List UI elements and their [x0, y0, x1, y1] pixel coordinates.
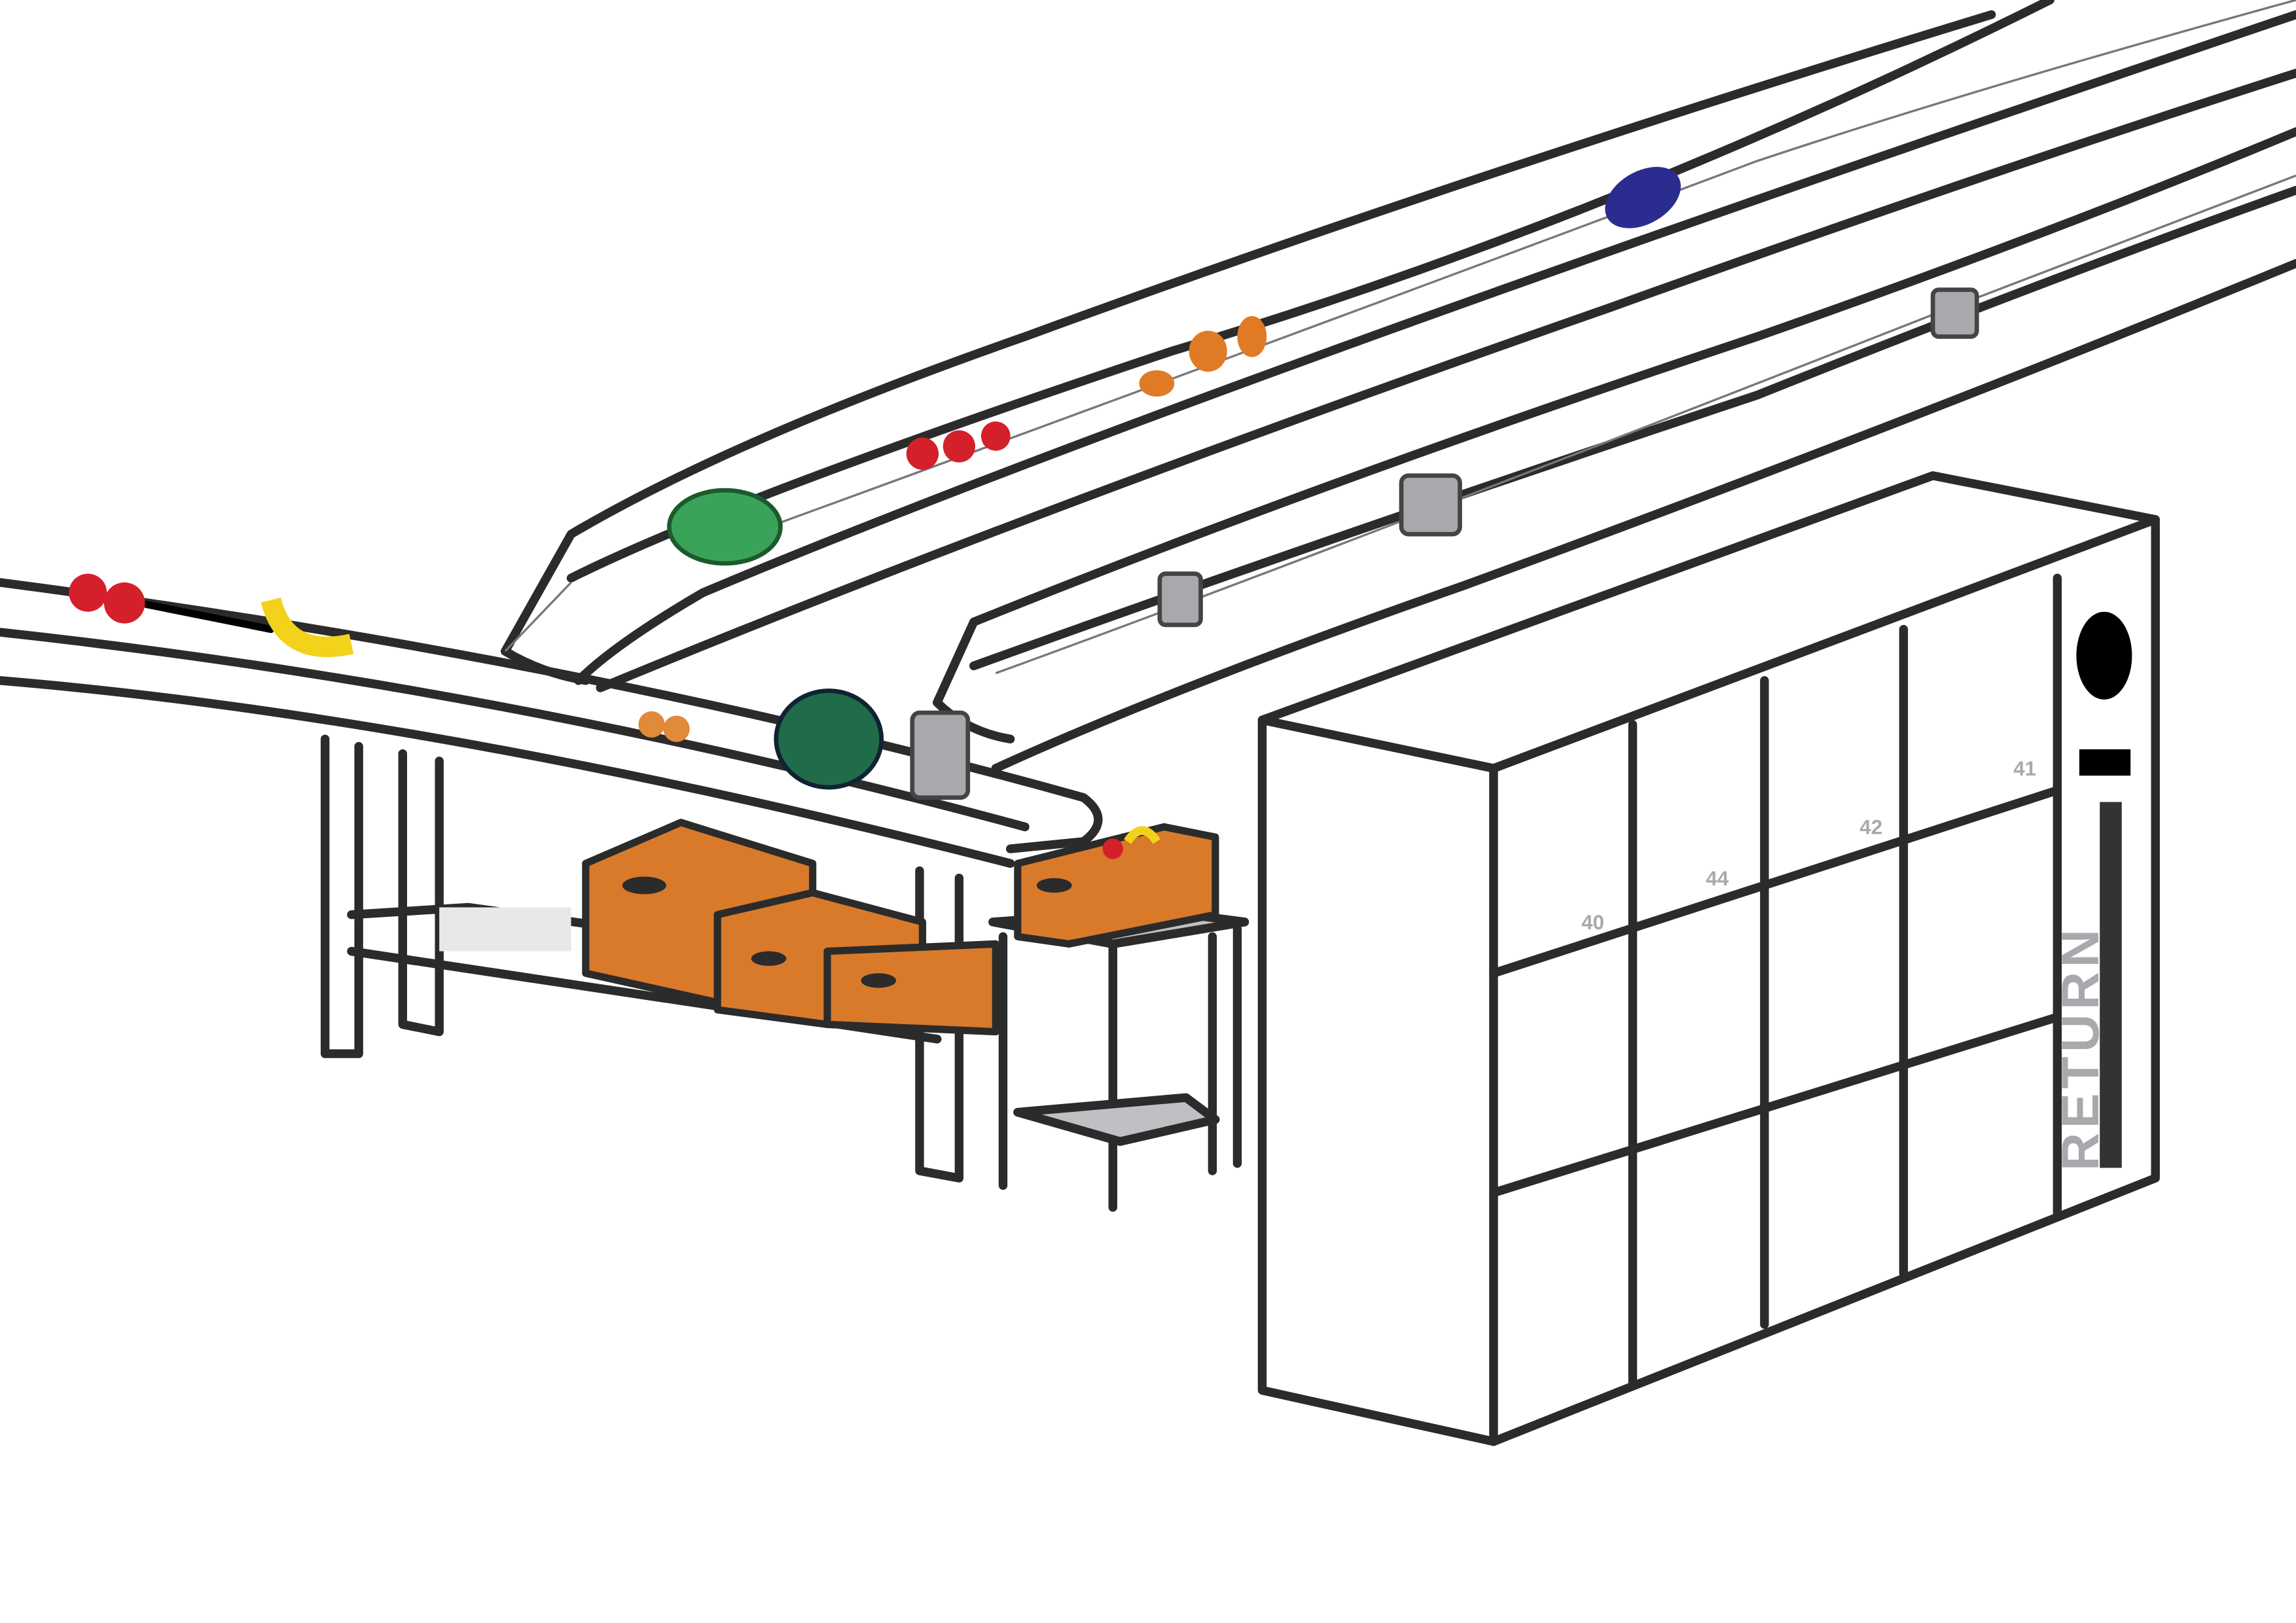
can-icon: [910, 710, 971, 800]
potato-icon: [1139, 316, 1267, 397]
eggplant-icon: [1605, 167, 1681, 228]
locker-number: 41: [2013, 757, 2036, 780]
can-icon: [1399, 473, 1462, 537]
side-stool: [988, 823, 1249, 1212]
apple-icon: [103, 582, 145, 624]
table-conveyor: [0, 578, 1103, 1183]
tomato-icon: [906, 421, 1011, 470]
apple-icon: [69, 573, 107, 612]
lettuce-icon: [667, 488, 783, 566]
can-icon: [1157, 571, 1203, 628]
return-slot[interactable]: [2100, 802, 2122, 1168]
pear-icon: [638, 711, 665, 738]
camera-icon: [2076, 611, 2132, 700]
return-label: RETURN: [2051, 925, 2110, 1171]
produce-items: [69, 167, 1979, 800]
locker-number: 42: [1859, 816, 1882, 839]
locker-number: 44: [1706, 867, 1729, 890]
watermelon-icon: [774, 688, 884, 790]
banana-icon: [260, 597, 354, 658]
locker-number: 40: [1581, 911, 1604, 934]
wooden-crates: [582, 819, 999, 1036]
parcel-locker: RETURN 40 44 42 41: [1257, 471, 2160, 1446]
can-icon: [1930, 287, 1979, 339]
card-slot[interactable]: [2079, 749, 2131, 776]
